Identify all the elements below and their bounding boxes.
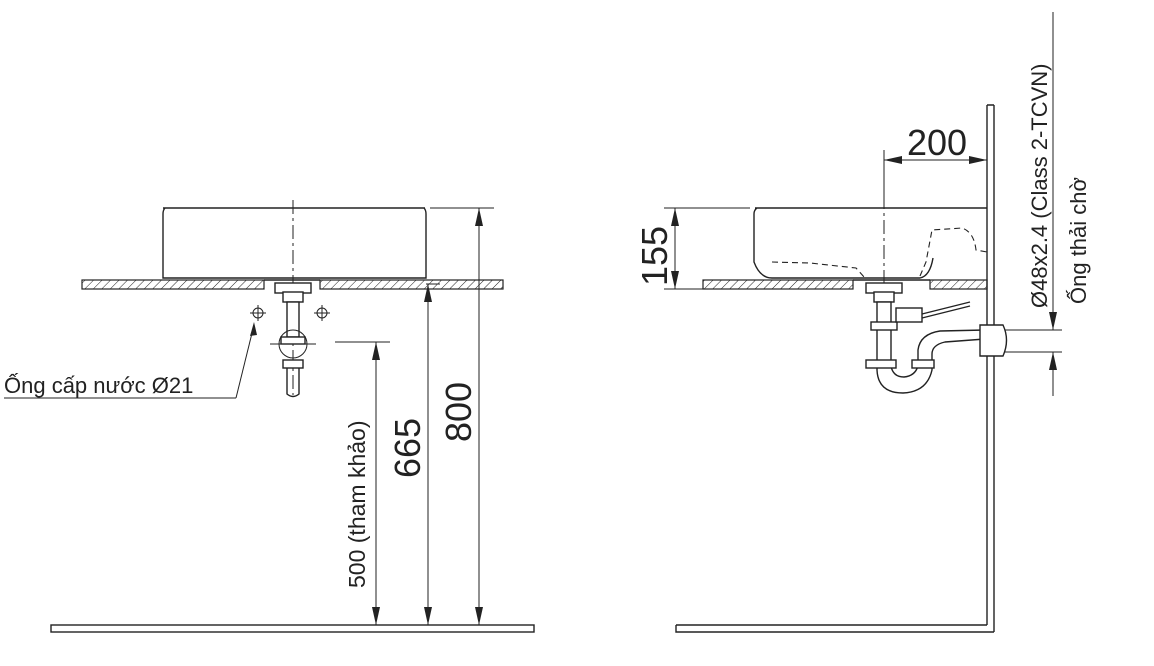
countertop-slab-left <box>81 279 265 290</box>
drain-spec-label: Ø48x2.4 (Class 2-TCVN) <box>1027 63 1052 308</box>
supply-valve-left <box>250 305 266 321</box>
basin-inner-dashed <box>771 227 988 279</box>
dim-155-label: 155 <box>634 226 675 286</box>
drain-pipe-label: Ống thải chờ <box>1065 177 1091 304</box>
supply-pipe-leader <box>4 322 257 399</box>
supply-valve-right <box>314 305 330 321</box>
dim-200-label: 200 <box>907 122 967 163</box>
side-trap-assembly <box>865 282 1008 394</box>
side-view: 200 155 Ø48x2.4 (Class 2-TCVN) Ống thải … <box>634 12 1091 633</box>
countertop-slab-side-left <box>702 279 854 290</box>
floor-front <box>50 624 535 633</box>
dim-665-label: 665 <box>387 418 428 478</box>
countertop-slab-side-right <box>929 279 988 290</box>
front-view: Ống cấp nước Ø21 500 (tham khảo) 665 800 <box>4 200 535 633</box>
floor-side <box>675 624 994 633</box>
basin-front <box>162 207 427 279</box>
supply-pipe-label: Ống cấp nước Ø21 <box>4 372 193 398</box>
front-drain-assembly <box>270 282 316 398</box>
wall <box>986 104 995 632</box>
basin-side <box>753 207 987 279</box>
dim-800-label: 800 <box>438 382 479 442</box>
dim-500-label: 500 (tham khảo) <box>344 421 370 588</box>
countertop-slab-right <box>319 279 504 290</box>
